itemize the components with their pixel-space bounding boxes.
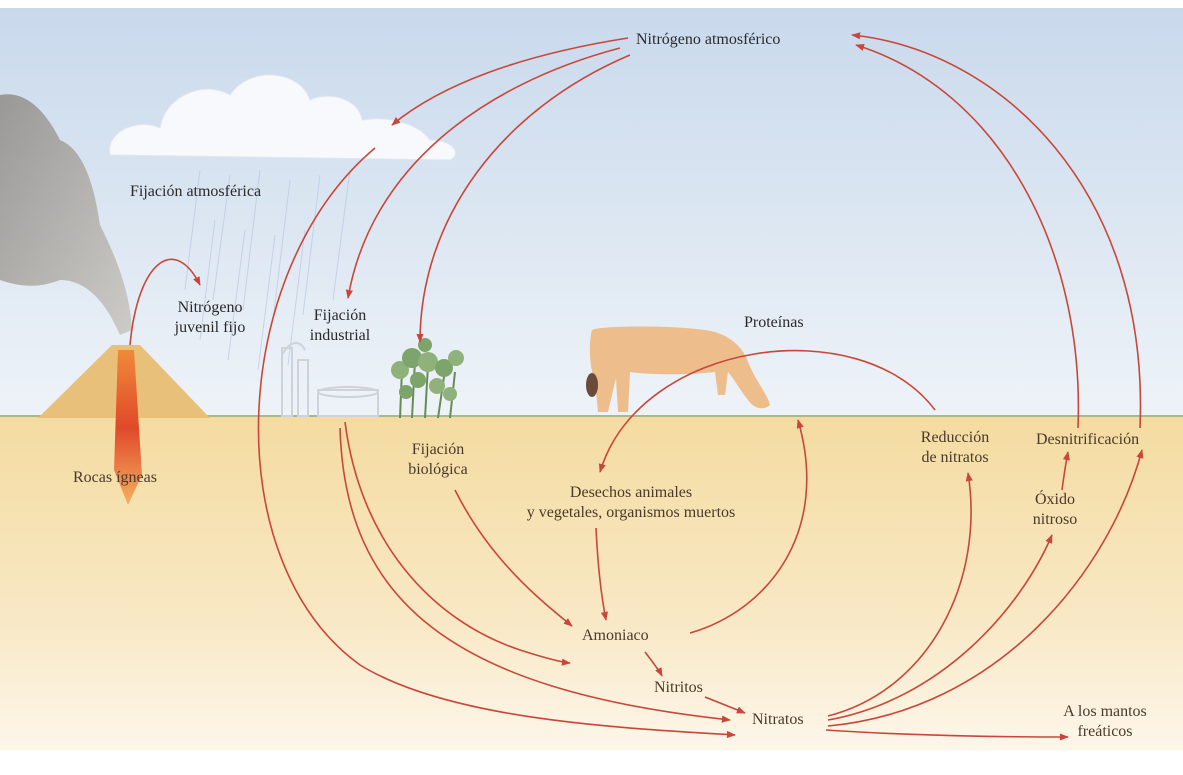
- label-rocas-igneas: Rocas ígneas: [73, 469, 157, 486]
- arrow-cloud-to-nitratos: [257, 147, 736, 739]
- arrow-nitratos-to-mantos: [825, 729, 1069, 741]
- arrow-desnitrificacion-to-atm-2: [851, 32, 1142, 429]
- label-fijacion-biologica-line2: biológica: [408, 461, 468, 478]
- rain-streaks: [184, 169, 351, 371]
- arrow-oxido-to-desnitrificacion: [1061, 451, 1070, 491]
- label-fijacion-biologica-line1: Fijación: [411, 441, 465, 458]
- label-nitratos: Nitratos: [752, 711, 804, 728]
- lava: [114, 350, 142, 505]
- legume-plant: [391, 338, 464, 419]
- arrow-nitratos-to-desnitrificacion: [827, 449, 1144, 727]
- arrow-amoniaco-to-nitritos: [644, 651, 663, 677]
- label-fijacion-industrial-line1: Fijación: [313, 307, 367, 324]
- label-mantos-line2: freáticos: [1077, 723, 1133, 740]
- arrow-volcano-juvenile: [129, 258, 201, 346]
- label-proteinas: Proteínas: [744, 314, 804, 331]
- label-amoniaco: Amoniaco: [582, 627, 649, 644]
- label-mantos-line1: A los mantos: [1063, 703, 1147, 720]
- arrow-atm-to-industrial: [345, 47, 621, 299]
- arrow-desechos-to-amoniaco: [595, 527, 608, 621]
- label-reduccion-line1: Reducción: [920, 429, 990, 446]
- arrow-atm-to-biological: [416, 54, 631, 343]
- label-oxido-line1: Óxido: [1035, 491, 1075, 508]
- arrow-amoniaco-to-cow: [689, 419, 808, 634]
- arrow-industrial-to-amoniaco: [344, 421, 571, 666]
- arrow-desnitrificacion-to-atm: [855, 43, 1080, 429]
- arrow-nitritos-to-nitratos: [704, 696, 746, 714]
- arrow-nitratos-to-oxido: [827, 534, 1053, 721]
- cloud: [109, 74, 457, 161]
- factory: [281, 342, 379, 417]
- arrow-biological-to-amoniaco: [454, 489, 573, 627]
- soil: [0, 415, 1183, 750]
- label-nitrogeno-juvenil-line2: juvenil fijo: [174, 319, 246, 336]
- label-desechos-line2: y vegetales, organismos muertos: [526, 504, 736, 521]
- label-reduccion-line2: de nitratos: [921, 449, 989, 466]
- label-desnitrificacion: Desnitrificación: [1036, 431, 1140, 448]
- label-nitritos: Nitritos: [654, 679, 703, 696]
- cycle-arrows: [129, 32, 1144, 741]
- arrow-atm-to-cloud: [391, 37, 629, 126]
- label-oxido-line2: nitroso: [1032, 511, 1078, 528]
- arrow-industrial-to-nitratos: [339, 427, 731, 723]
- cow: [586, 326, 770, 412]
- label-nitrogeno-juvenil-line1: Nitrógeno: [177, 299, 243, 316]
- label-nitrogeno-atmosferico: Nitrógeno atmosférico: [636, 31, 781, 48]
- arrow-reduccion-to-desechos: [598, 349, 936, 473]
- label-desechos-line1: Desechos animales: [569, 484, 693, 501]
- label-fijacion-atmosferica: Fijación atmosférica: [130, 183, 262, 200]
- volcano-smoke: [0, 94, 132, 335]
- arrow-nitratos-to-reduccion: [827, 472, 973, 717]
- label-fijacion-industrial-line2: industrial: [309, 327, 371, 344]
